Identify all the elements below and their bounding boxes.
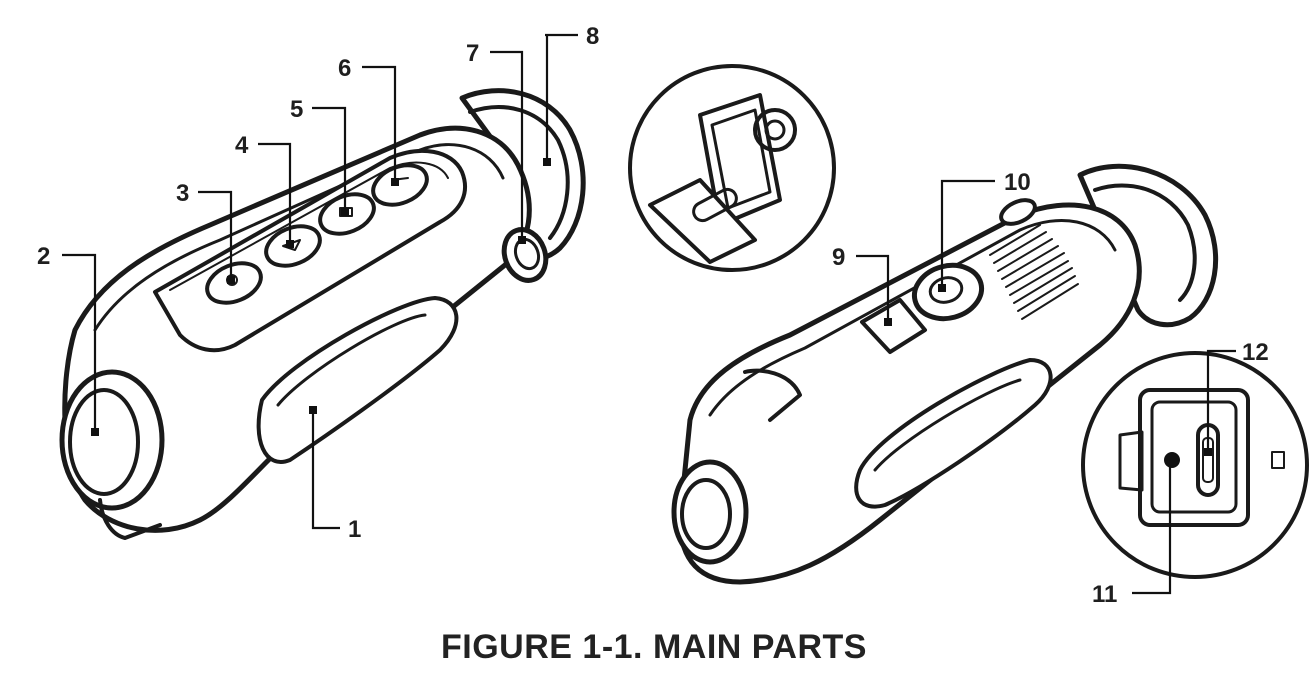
- device-top-view: [59, 88, 586, 540]
- callout-leaders: [62, 33, 1236, 595]
- callout-10: 10: [1004, 169, 1031, 196]
- figure-caption: FIGURE 1-1. MAIN PARTS: [441, 628, 867, 666]
- usb-cover-inset: [628, 64, 836, 272]
- callout-9: 9: [832, 244, 845, 271]
- callout-8: 8: [586, 23, 599, 50]
- callout-7: 7: [466, 40, 479, 67]
- callout-3: 3: [176, 180, 189, 207]
- callout-1: 1: [348, 516, 361, 543]
- callout-11: 11: [1092, 581, 1117, 608]
- callout-4: 4: [235, 132, 249, 159]
- usb-port-inset: [1081, 351, 1309, 579]
- callout-5: 5: [290, 96, 303, 123]
- callout-labels: 1 2 3 4 5 6 7 8 9 10 11 12: [37, 23, 1269, 608]
- callout-6: 6: [338, 55, 351, 82]
- callout-2: 2: [37, 243, 50, 270]
- callout-12: 12: [1242, 339, 1269, 366]
- device-side-view: [671, 163, 1219, 585]
